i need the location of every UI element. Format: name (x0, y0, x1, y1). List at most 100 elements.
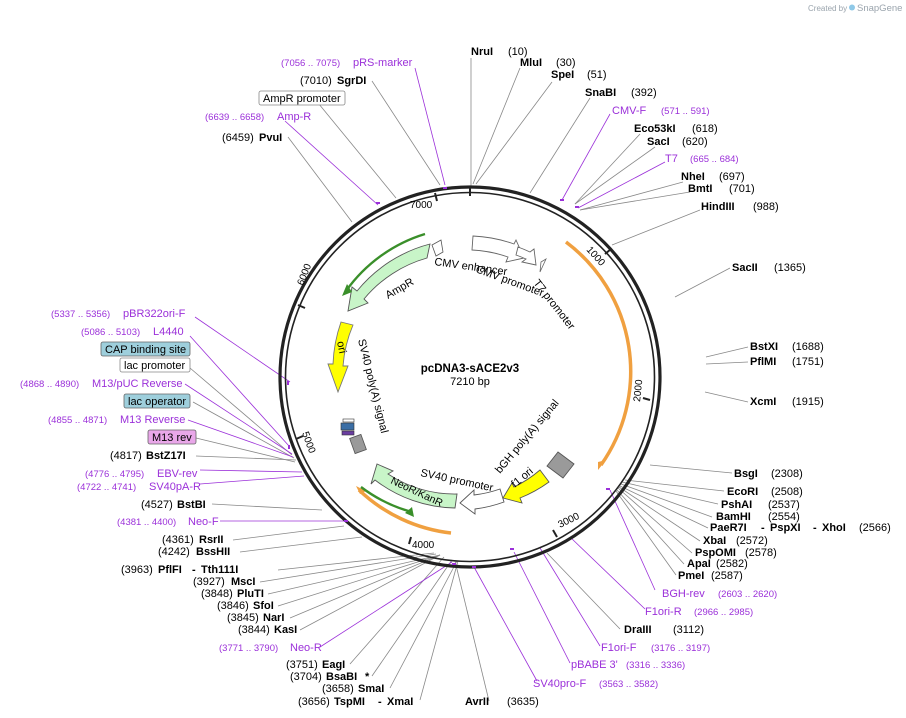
pbr322ori-label: pBR322ori-F (123, 308, 186, 320)
nhei-pos: (697) (719, 171, 745, 183)
msci-pos: (3927) (193, 576, 225, 588)
sfoi-label: SfoI (253, 600, 274, 612)
m13-reverse-label: M13 Reverse (120, 414, 185, 426)
pbabe-label: pBABE 3' (571, 659, 618, 671)
neo-f-label: Neo-F (188, 516, 219, 528)
kasi-pos: (3844) (238, 624, 270, 636)
f1ori-f-pos: (3176 .. 3197) (651, 643, 710, 654)
xhoi-pos: (2566) (859, 522, 891, 534)
bamhi-pos: (2554) (768, 511, 800, 523)
pmei-pos: (2587) (711, 570, 743, 582)
primer-connectors (184, 67, 666, 682)
pflfi-label: PflFI (158, 564, 182, 576)
neo-f-pos: (4381 .. 4400) (117, 517, 176, 528)
amp-r-primer-label: Amp-R (277, 111, 311, 123)
lac-operator-box (123, 393, 191, 409)
kasi-label: KasI (274, 624, 297, 636)
orange-arc-neo (357, 488, 452, 535)
avrii-label: AvrII (465, 696, 489, 708)
m13-rev-box (147, 429, 197, 445)
ebv-rev-pos: (4776 .. 4795) (85, 469, 144, 480)
pspxi-label: PspXI (770, 522, 801, 534)
f1ori-r-pos: (2966 .. 2985) (694, 607, 753, 618)
prs-marker-label: pRS-marker (353, 57, 413, 69)
nari-pos: (3845) (227, 612, 259, 624)
pshai-label: PshAI (721, 499, 752, 511)
connector-lines (189, 58, 749, 702)
pshai-pos: (2537) (768, 499, 800, 511)
f1ori-r-label: F1ori-R (645, 606, 682, 618)
bstz17i-pos: (4817) (110, 450, 142, 462)
bstxi-pos: (1688) (792, 341, 824, 353)
left-enzyme-labels: (7056 .. 7075) pRS-marker (7010) SgrDI A… (20, 57, 413, 708)
lac-promoter-label: lac promoter (124, 360, 185, 372)
cmv-promoter-arrow (515, 246, 537, 266)
bsabi-star: * (365, 671, 370, 683)
pspxi-sep: - (761, 522, 765, 534)
bgh-rev-pos: (2603 .. 2620) (718, 589, 777, 600)
tick-3000: 3000 (556, 511, 581, 531)
sv40pro-f-pos: (3563 .. 3582) (599, 679, 658, 690)
bgh-rev-label: BGH-rev (662, 588, 705, 600)
credit-text: Created by (808, 4, 847, 13)
bsshii-pos: (4242) (158, 546, 190, 558)
neo-r-label: Neo-R (290, 642, 322, 654)
snabi-pos: (392) (631, 87, 657, 99)
xcmi-pos: (1915) (792, 396, 824, 408)
paer7i-label: PaeR7I (710, 522, 747, 534)
apai-pos: (2582) (716, 558, 748, 570)
tick-7000: 7000 (410, 200, 433, 211)
m13-puc-pos: (4868 .. 4890) (20, 379, 79, 390)
saci-pos: (620) (682, 136, 708, 148)
snapgene-logo: SnapGene (849, 3, 902, 14)
nhei-label: NheI (681, 171, 705, 183)
pbr322ori-pos: (5337 .. 5356) (51, 309, 110, 320)
bstbi-pos: (4527) (141, 499, 173, 511)
xhoi-label: XhoI (822, 522, 846, 534)
sgrdi-label: SgrDI (337, 75, 366, 87)
saci-label: SacI (647, 136, 670, 148)
ampr-promoter-arrow (431, 239, 444, 257)
pvui-label: PvuI (259, 132, 282, 144)
sgrdi-pos: (7010) (300, 75, 332, 87)
ampr-arrow (347, 243, 431, 312)
cmv-enhancer-arrow (471, 235, 525, 263)
amp-r-primer-pos: (6639 .. 6658) (205, 112, 264, 123)
plasmid-name: pcDNA3-sACE2v3 (421, 363, 519, 375)
pluti-label: PluTI (237, 588, 264, 600)
bsshii-label: BssHII (196, 546, 230, 558)
cap-binding-box (100, 341, 191, 357)
ori-arrow (327, 321, 354, 394)
orange-arc-insert-head (598, 460, 606, 470)
xmai-label: XmaI (387, 696, 413, 708)
eco53ki-pos: (618) (692, 123, 718, 135)
sv40-promoter-label: SV40 promoter (419, 467, 494, 494)
apai-label: ApaI (687, 558, 711, 570)
ebv-rev-label: EBV-rev (157, 468, 198, 480)
sacii-label: SacII (732, 262, 758, 274)
sfoi-pos: (3846) (217, 600, 249, 612)
nrui-pos: (10) (508, 46, 528, 58)
sv40pa-r-pos: (4722 .. 4741) (77, 482, 136, 493)
neo-r-pos: (3771 .. 3790) (219, 643, 278, 654)
eagi-label: EagI (322, 659, 345, 671)
orange-arc-neo-head (356, 486, 366, 494)
m13-puc-label: M13/pUC Reverse (92, 378, 182, 390)
cmv-f-pos: (571 .. 591) (661, 106, 710, 117)
nari-label: NarI (263, 612, 284, 624)
pspomi-label: PspOMI (695, 547, 736, 559)
eco53ki-label: Eco53kI (634, 123, 676, 135)
cmv-f-label: CMV-F (612, 105, 647, 117)
msci-label: MscI (231, 576, 255, 588)
t7-promoter-arrow (539, 257, 547, 273)
ori-label: ori (334, 340, 348, 354)
sv40-polya-block (340, 418, 367, 455)
eagi-pos: (3751) (286, 659, 318, 671)
xmai-sep: - (378, 696, 382, 708)
pspomi-pos: (2578) (745, 547, 777, 559)
pvui-pos: (6459) (222, 132, 254, 144)
t7-primer-pos: (665 .. 684) (690, 154, 739, 165)
tick-marks (295, 188, 651, 545)
